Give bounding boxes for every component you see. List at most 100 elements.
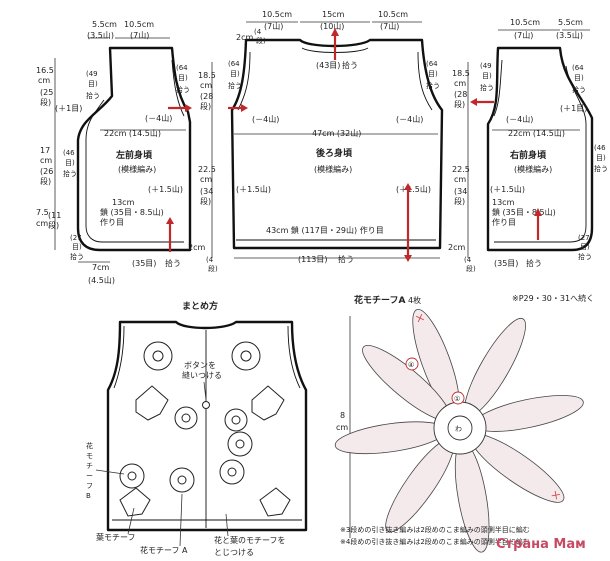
button-leader <box>203 381 207 401</box>
right-shoulder-pick: 拾う <box>572 85 586 94</box>
leaf-motif-right-2 <box>259 487 291 517</box>
back-top-7-l: (7山) <box>264 21 283 31</box>
right-dim-dan-1: 段) <box>454 99 465 109</box>
right-top-5.5: 5.5cm <box>558 18 583 27</box>
left-dim-dan-2: 段) <box>40 176 51 186</box>
right-dim-cm-1: cm <box>454 79 466 88</box>
right-bottom-35: (35目) <box>494 259 518 268</box>
left-corner-pick: 拾う <box>70 252 84 261</box>
flower-motif-right-top <box>231 341 261 371</box>
right-neck-inner <box>494 65 587 243</box>
left-front-neck-inner <box>85 99 184 243</box>
right-armhole-unit: 目) <box>482 72 492 80</box>
left-dim-16.5: 16.5 <box>36 66 54 75</box>
left-shoulder-pick: 拾う <box>176 85 190 94</box>
back-decrease-l: (－4山) <box>252 114 279 124</box>
back-dim-cm-2: cm <box>200 175 212 184</box>
back-piece: 10.5cm (7山) 15cm (10山) 10.5cm (7山) (43目)… <box>188 10 444 273</box>
row-label-ring: わ <box>455 425 462 433</box>
motif-chart-section: 花モチーフA 4枚 ※P29・30・31へ続く 8 cm ④ ① わ ※3段めの… <box>334 293 594 553</box>
back-outline <box>230 38 444 250</box>
right-corner-unit: 目) <box>580 243 590 251</box>
right-decrease-mark: (－4山) <box>506 114 533 124</box>
right-arrowhead-left <box>470 98 477 106</box>
assembly-vest-outline <box>106 320 308 532</box>
right-dim-dan-2: 段) <box>454 196 465 206</box>
left-bottom-13cm: 13cm <box>112 198 135 207</box>
flower-motif-right-b <box>219 459 245 485</box>
back-2cm: 2cm <box>236 33 253 42</box>
left-side-pick: 拾う <box>63 169 77 178</box>
button-icon <box>202 401 210 409</box>
left-armhole-unit: 目) <box>88 80 98 88</box>
row-marker-4 <box>405 357 419 371</box>
right-side-pick: 拾う <box>594 164 608 173</box>
row-label-1: ① <box>454 395 460 403</box>
right-bottom-2cm-4: (4 <box>464 256 472 264</box>
motif-b-char-6: B <box>86 492 91 500</box>
back-bottom-pick: 拾う <box>338 254 354 264</box>
back-armhole-inner-r <box>417 51 433 111</box>
left-front-top-dim-1: 5.5cm <box>92 20 117 29</box>
back-width-label: 47cm (32山) <box>312 128 361 138</box>
left-bottom-7cm: 7cm <box>92 263 109 272</box>
back-dim-dan-1: 段) <box>200 101 211 111</box>
left-bottom-35: (35目) <box>132 259 156 268</box>
attach-note-2: とじつける <box>214 548 254 557</box>
back-2cm-4: (4 <box>254 28 262 36</box>
motif-center-ring-inner <box>447 415 473 441</box>
left-front-top-dim-2: (3.5山) <box>87 30 114 40</box>
back-dim-cm-1: cm <box>200 81 212 90</box>
right-corner-count: (27 <box>578 234 590 242</box>
motif-b-char-2: モ <box>86 452 93 460</box>
back-dim-22.5: 22.5 <box>198 165 216 174</box>
leaf-motif-left-2 <box>119 487 151 517</box>
left-dim-cm-2: cm <box>40 156 52 165</box>
motif-b-char-1: 花 <box>86 441 93 450</box>
motif-chart-title: 花モチーフA <box>354 294 405 306</box>
left-dim-26: (26 <box>40 167 53 176</box>
left-arrowhead-right <box>185 104 192 112</box>
continue-note: ※P29・30・31へ続く <box>512 293 594 303</box>
back-dim-34: (34 <box>200 187 213 196</box>
motif-note-2: ※4段めの引き抜き編みは2段めのこま編みの頭側半目に編む <box>340 537 530 546</box>
left-front-subtitle: (模様編み) <box>118 164 156 174</box>
left-corner-count: (27 <box>70 234 82 242</box>
right-bottom-start: 作り目 <box>492 217 516 227</box>
left-front-armhole-inner <box>171 59 185 117</box>
left-armhole-count: (49 <box>86 70 98 78</box>
right-side-count: (46 <box>594 144 606 152</box>
left-front-top-dim-3: 10.5cm <box>124 20 154 29</box>
assembly-armhole-l <box>113 325 125 389</box>
right-front-subtitle: (模様編み) <box>514 164 552 174</box>
left-dim-7.5: 7.5 <box>36 208 49 217</box>
right-top-3.5: (3.5山) <box>556 30 583 40</box>
back-top-15: 15cm <box>322 10 345 19</box>
back-shoulder-r-pick: 拾う <box>426 81 440 90</box>
right-shoulder-count: (64 <box>572 64 584 72</box>
right-bottom-2cm-dan: 段) <box>466 264 476 273</box>
right-corner-pick: 拾う <box>578 252 592 261</box>
back-top-10.5-l: 10.5cm <box>262 10 292 19</box>
right-front-title: 右前身頃 <box>509 149 547 161</box>
right-bottom-pick: 拾う <box>526 258 542 268</box>
left-corner-unit: 目) <box>72 243 82 251</box>
motif-petals <box>334 308 584 553</box>
left-dim-dan-1: 段) <box>40 97 51 107</box>
right-bottom-2cm: 2cm <box>448 243 465 252</box>
watermark: Страна Мам <box>496 537 586 552</box>
flower-motif-left-b <box>119 463 145 489</box>
left-shoulder-count: (64 <box>176 64 188 72</box>
left-front-top-dim-4: (7山) <box>130 30 149 40</box>
back-increase-l: (＋1.5山) <box>236 184 271 194</box>
back-bottom-2cm-dan: 段) <box>208 264 218 273</box>
left-dim-dan-3: 段) <box>48 220 59 230</box>
motif-note-1: ※3段めの引き抜き編みは2段めのこま編みの頭側半目に編む <box>340 525 530 534</box>
motif-b-char-3: チ <box>86 462 93 470</box>
left-width-label: 22cm (14.5山) <box>104 128 161 138</box>
motif-height-8: 8 <box>340 411 345 420</box>
left-dim-11: (11 <box>48 211 61 220</box>
back-decrease-r: (－4山) <box>396 114 423 124</box>
left-armhole-pick: 拾う <box>86 91 100 100</box>
